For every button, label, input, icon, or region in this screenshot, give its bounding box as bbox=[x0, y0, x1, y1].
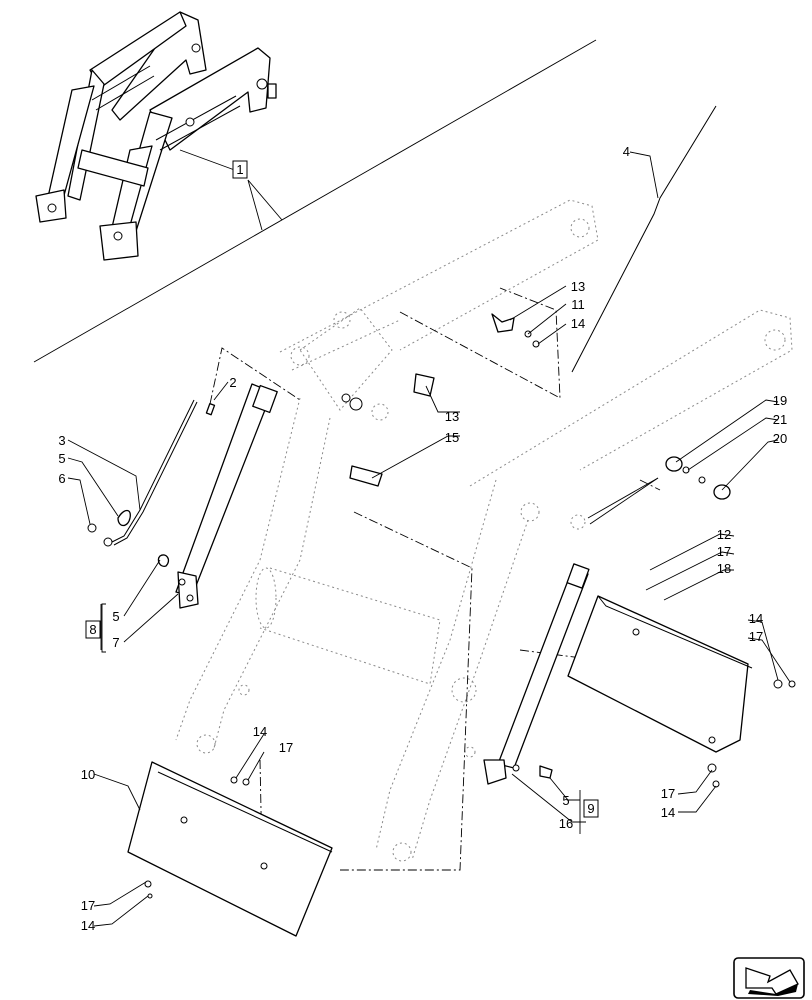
callout-6: 6 bbox=[58, 471, 65, 486]
bracket-parts bbox=[341, 313, 540, 487]
callout-9: 9 bbox=[587, 801, 594, 816]
callout-17-e: 17 bbox=[81, 898, 95, 913]
callout-10: 10 bbox=[81, 767, 95, 782]
callout-9-box bbox=[583, 799, 599, 818]
rod-3 bbox=[87, 399, 216, 547]
callout-18: 18 bbox=[717, 561, 731, 576]
callout-5-b: 5 bbox=[112, 609, 119, 624]
leader-lines bbox=[67, 151, 791, 927]
callout-4: 4 bbox=[623, 144, 630, 159]
callout-5: 5 bbox=[58, 451, 65, 466]
callout-14-c: 14 bbox=[661, 805, 675, 820]
callout-17: 17 bbox=[717, 544, 731, 559]
callout-13: 13 bbox=[571, 279, 585, 294]
cover-18 bbox=[567, 595, 796, 788]
callout-14-e: 14 bbox=[81, 918, 95, 933]
next-page-arrow-icon[interactable] bbox=[733, 957, 805, 999]
callout-8: 8 bbox=[89, 622, 96, 637]
callout-11: 11 bbox=[571, 297, 585, 312]
loader-thumbnail bbox=[35, 11, 277, 261]
callout-2: 2 bbox=[229, 375, 236, 390]
grouping-lines bbox=[209, 287, 721, 871]
loader-frame-outline bbox=[175, 199, 793, 862]
callout-13-b: 13 bbox=[445, 409, 459, 424]
callout-3: 3 bbox=[58, 433, 65, 448]
callout-15: 15 bbox=[445, 430, 459, 445]
callout-7: 7 bbox=[112, 635, 119, 650]
cover-10 bbox=[127, 761, 333, 937]
callout-labels: 2 3 5 6 8 5 7 4 13 11 14 13 15 19 21 20 … bbox=[58, 144, 787, 933]
callout-17-c: 17 bbox=[661, 786, 675, 801]
callout-20: 20 bbox=[773, 431, 787, 446]
cylinder-7 bbox=[157, 383, 278, 609]
rod-4 bbox=[571, 105, 717, 373]
callout-14-b: 14 bbox=[749, 611, 763, 626]
callout-16: 16 bbox=[559, 816, 573, 831]
callout-14: 14 bbox=[571, 316, 585, 331]
callout-8-box bbox=[85, 620, 101, 639]
callout-1-label: 1 bbox=[236, 162, 243, 177]
callout-19: 19 bbox=[773, 393, 787, 408]
callout-12: 12 bbox=[717, 527, 731, 542]
callout-21: 21 bbox=[773, 412, 787, 427]
callout-17-d: 17 bbox=[279, 740, 293, 755]
cylinder-16 bbox=[483, 563, 590, 785]
divider-line bbox=[33, 39, 597, 363]
callout-1: 1 bbox=[179, 149, 283, 231]
callout-5-c: 5 bbox=[562, 793, 569, 808]
callout-14-d: 14 bbox=[253, 724, 267, 739]
callout-17-b: 17 bbox=[749, 629, 763, 644]
